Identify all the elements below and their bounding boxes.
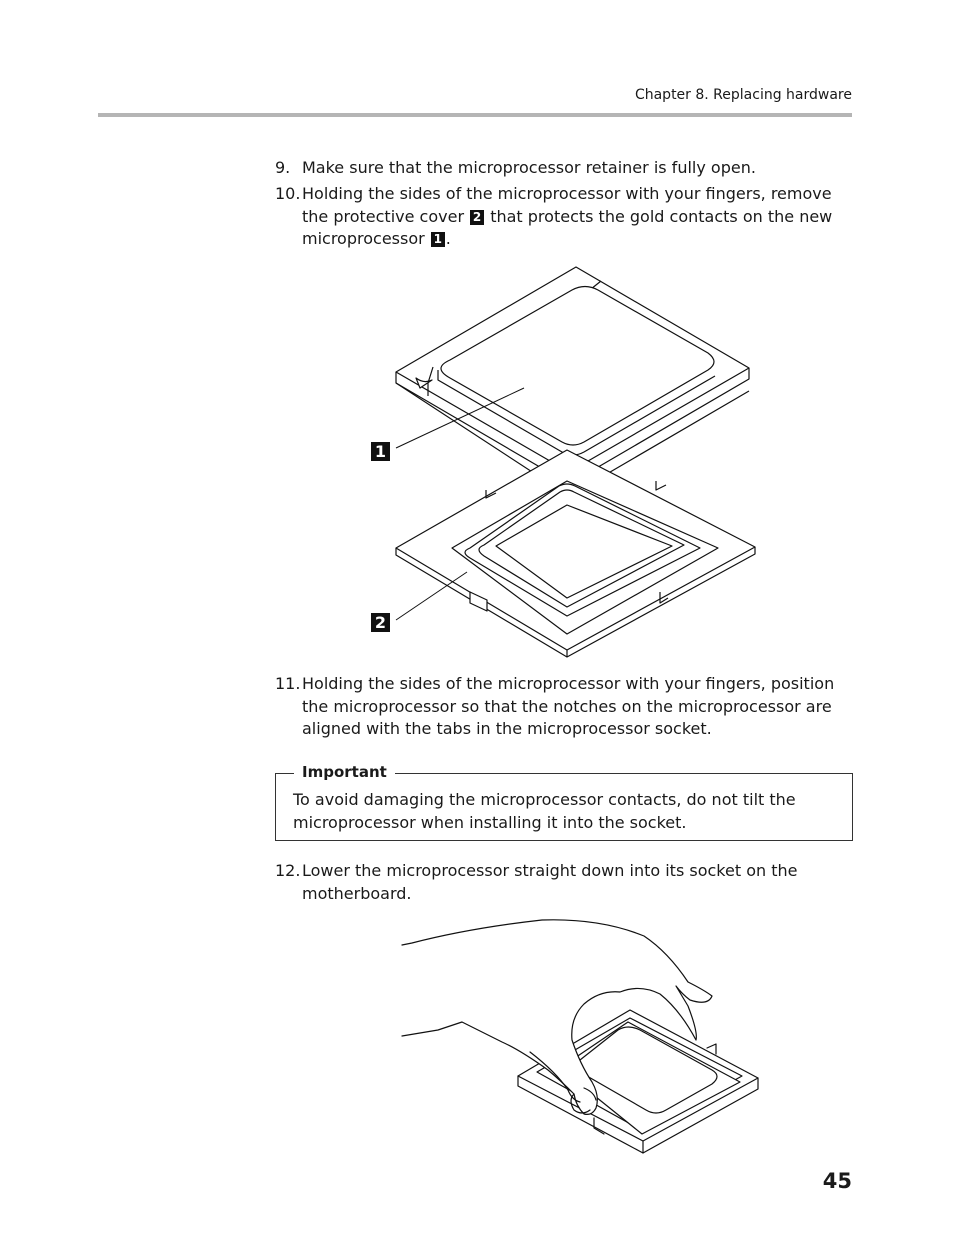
figure-microprocessor-cover — [395, 266, 756, 658]
microprocessor-drawing — [395, 266, 750, 497]
step-text: Holding the sides of the microprocessor … — [302, 184, 833, 248]
step-number: 9. — [275, 158, 291, 177]
step-text: Make sure that the microprocessor retain… — [302, 158, 756, 177]
callout-badge-2: 2 — [470, 209, 485, 225]
callout-badge-1: 1 — [430, 232, 445, 247]
chapter-header: Chapter 8. Replacing hardware — [634, 87, 852, 103]
step-number: 12. — [275, 861, 301, 880]
header-rule — [98, 113, 852, 117]
figure-callout-1: 1 — [371, 442, 390, 461]
protective-cover-drawing — [395, 449, 756, 658]
step-text: Holding the sides of the microprocessor … — [302, 674, 835, 738]
figure-callout-2: 2 — [371, 613, 390, 632]
step-number: 10. — [275, 184, 301, 203]
step-text: Lower the microprocessor straight down i… — [302, 861, 798, 903]
step-number: 11. — [275, 674, 301, 693]
important-label: Important — [294, 763, 395, 781]
hand-drawing — [401, 919, 713, 1115]
figure-install-microprocessor — [401, 919, 759, 1154]
important-text: To avoid damaging the microprocessor con… — [293, 790, 796, 832]
important-notice-box — [275, 773, 853, 841]
page-number: 45 — [822, 1169, 852, 1193]
